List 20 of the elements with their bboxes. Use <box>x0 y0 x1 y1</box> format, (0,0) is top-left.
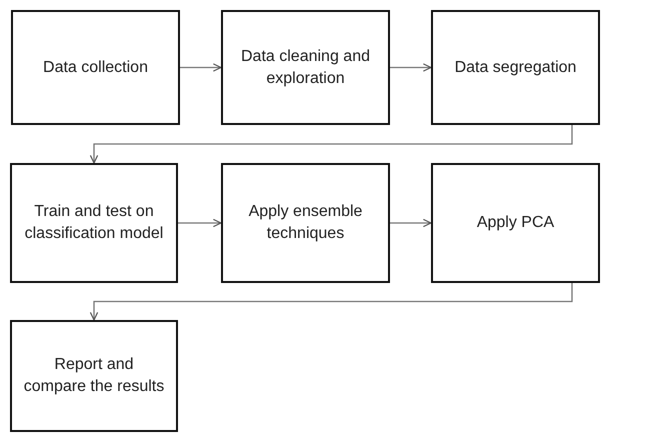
box-label: Apply PCA <box>476 213 554 234</box>
arrow <box>180 63 222 72</box>
arrow <box>90 283 573 321</box>
box-label: Data segregation <box>454 58 576 78</box>
process-box <box>431 163 600 283</box>
box-label: Data cleaning and exploration <box>240 46 371 88</box>
arrow <box>90 125 573 164</box>
process-box <box>221 163 390 283</box>
arrow <box>178 218 222 228</box>
arrow <box>390 218 432 228</box>
process-box <box>11 10 180 125</box>
box-label: Data collection <box>43 58 148 78</box>
box-label: Apply ensemble techniques <box>248 202 364 244</box>
box-label: Train and test on classification model <box>24 202 164 244</box>
process-box <box>10 320 178 432</box>
process-box <box>10 163 178 283</box>
process-box <box>431 10 600 125</box>
box-label: Report and compare the results <box>22 355 166 397</box>
arrow <box>390 63 432 72</box>
process-box <box>221 10 390 125</box>
